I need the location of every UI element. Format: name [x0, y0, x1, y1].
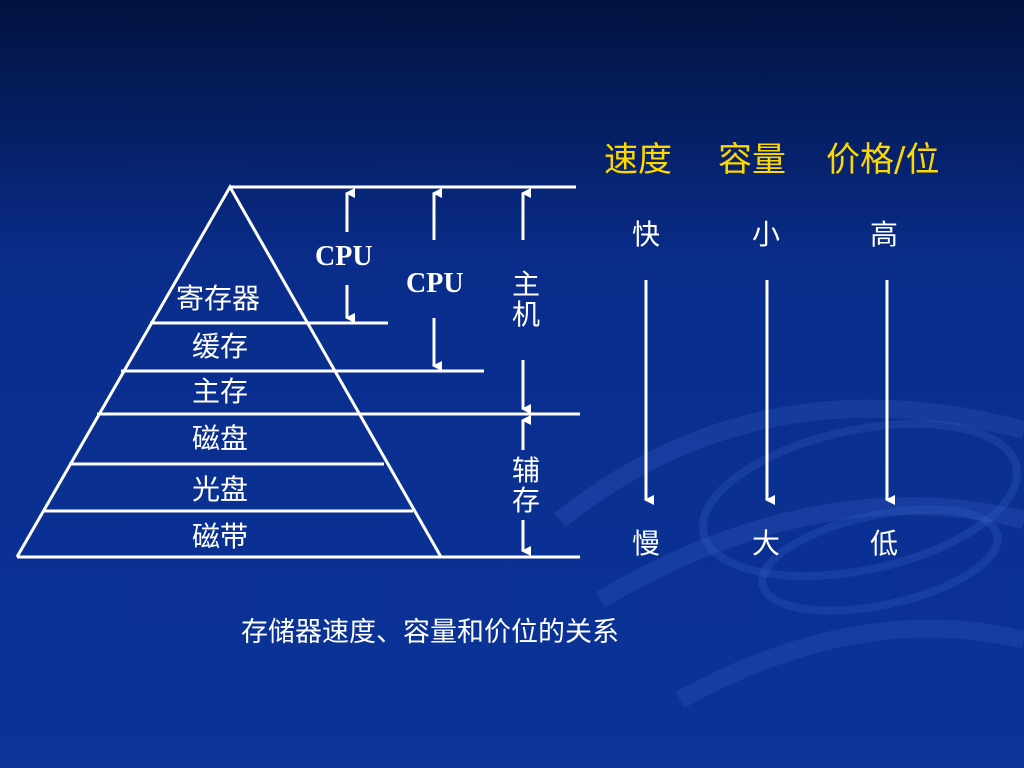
level-label-registers: 寄存器 — [176, 282, 261, 315]
header-price: 价格/位 — [826, 140, 940, 180]
level-label-disk: 磁盘 — [192, 422, 249, 455]
header-capacity: 容量 — [718, 140, 786, 180]
cpu-inner-label: CPU — [315, 241, 373, 272]
level-label-main-memory: 主存 — [192, 375, 249, 408]
cpu-outer-label: CPU — [406, 268, 464, 299]
level-label-cache: 缓存 — [192, 330, 249, 363]
capacity-bottom-label: 大 — [752, 527, 781, 560]
speed-top-label: 快 — [632, 218, 661, 251]
price-top-label: 高 — [870, 218, 899, 251]
header-speed: 速度 — [604, 140, 672, 180]
speed-bottom-label: 慢 — [632, 527, 661, 560]
level-label-optical-disk: 光盘 — [192, 473, 249, 506]
host-label: 主机 — [511, 268, 540, 331]
capacity-top-label: 小 — [752, 218, 781, 251]
price-bottom-label: 低 — [870, 527, 899, 560]
level-label-tape: 磁带 — [192, 520, 249, 553]
auxiliary-label: 辅存 — [511, 454, 540, 517]
diagram-caption: 存储器速度、容量和价位的关系 — [241, 617, 619, 648]
